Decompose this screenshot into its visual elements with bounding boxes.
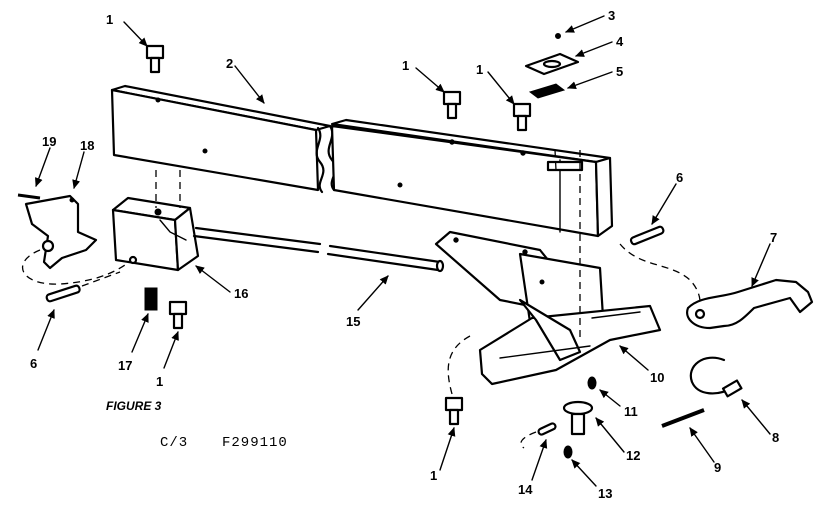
callout-3: 3 xyxy=(608,8,615,23)
pin-right xyxy=(629,225,665,246)
bracket xyxy=(24,194,98,270)
callout-17: 17 xyxy=(118,358,132,373)
callout-1-bottom: 1 xyxy=(430,468,437,483)
callout-11: 11 xyxy=(624,404,638,419)
callout-labels: 1 2 1 1 3 4 5 19 18 6 7 16 6 17 1 15 10 … xyxy=(30,8,779,501)
callout-8: 8 xyxy=(772,430,779,445)
callout-5: 5 xyxy=(616,64,623,79)
nut-13 xyxy=(563,445,573,459)
callout-14: 14 xyxy=(518,482,533,497)
callout-2: 2 xyxy=(226,56,233,71)
callout-1-mid-2: 1 xyxy=(476,62,483,77)
leader-arrows xyxy=(35,15,771,487)
callout-1-top-left: 1 xyxy=(106,12,113,27)
plate-5 xyxy=(528,83,566,99)
bolt-bottom xyxy=(444,396,464,426)
knob xyxy=(562,400,594,436)
clamp-base xyxy=(434,149,662,395)
callout-19: 19 xyxy=(42,134,56,149)
rod xyxy=(192,226,445,273)
callout-13: 13 xyxy=(598,486,612,501)
callout-15: 15 xyxy=(346,314,360,329)
drawing-code-right: F299110 xyxy=(222,435,288,451)
pin-left xyxy=(45,284,81,303)
setscrew-17 xyxy=(144,287,158,311)
callout-16: 16 xyxy=(234,286,248,301)
spring-clip xyxy=(689,356,743,398)
callout-7: 7 xyxy=(770,230,777,245)
screw-19 xyxy=(17,193,41,200)
callout-12: 12 xyxy=(626,448,640,463)
bolt-lower-left xyxy=(168,300,188,330)
bolt-mid-1 xyxy=(442,90,462,120)
end-block xyxy=(111,170,200,272)
figure-caption: FIGURE 3 xyxy=(106,399,162,413)
lever xyxy=(686,278,814,330)
callout-10: 10 xyxy=(650,370,664,385)
pin-14 xyxy=(537,422,557,436)
screw-3 xyxy=(555,33,561,39)
callout-6-left: 6 xyxy=(30,356,37,371)
rail-left-section xyxy=(110,84,332,192)
rail-right-section xyxy=(330,118,614,238)
callout-18: 18 xyxy=(80,138,94,153)
callout-4: 4 xyxy=(616,34,624,49)
washer-11 xyxy=(587,376,597,390)
drawing-code-left: C/3 xyxy=(160,435,188,451)
callout-1-mid-1: 1 xyxy=(402,58,409,73)
callout-1-lower-left: 1 xyxy=(156,374,163,389)
plate-4 xyxy=(524,52,580,76)
bolt-top-left xyxy=(145,44,165,74)
callout-9: 9 xyxy=(714,460,721,475)
callout-6-right: 6 xyxy=(676,170,683,185)
bolt-mid-2 xyxy=(512,102,532,132)
screw-9 xyxy=(661,408,705,428)
